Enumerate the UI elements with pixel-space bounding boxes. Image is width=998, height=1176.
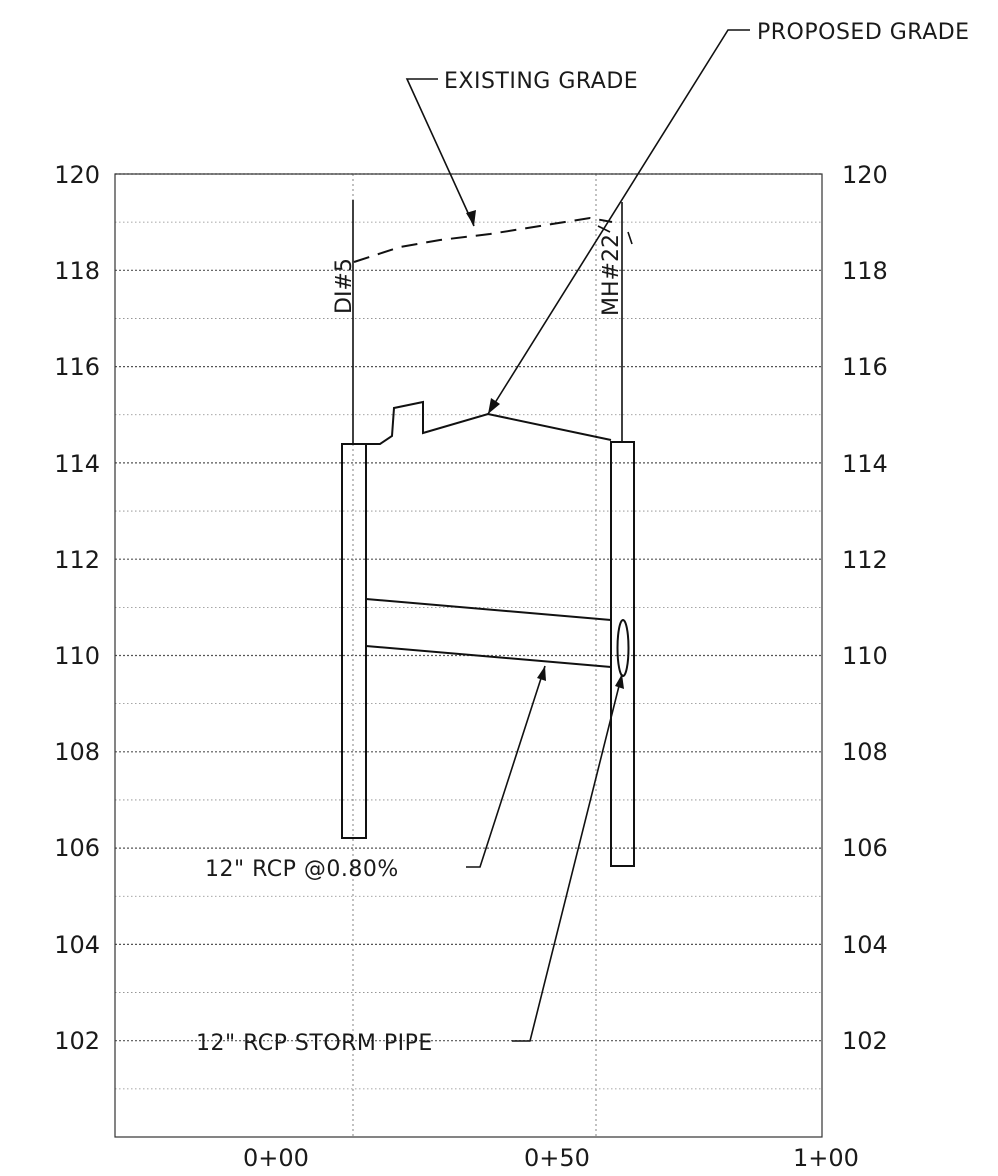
label-storm-pipe: 12" RCP STORM PIPE	[196, 1031, 433, 1056]
arrowhead	[488, 398, 500, 414]
storm-pipe-section	[616, 619, 630, 677]
label-rcp-slope: 12" RCP @0.80%	[205, 857, 399, 882]
arrowhead	[466, 210, 476, 226]
leader-storm-pipe	[512, 673, 623, 1042]
pipe-invert	[365, 645, 612, 668]
pipe-crown	[365, 598, 612, 621]
elev-tick-right: 108	[842, 738, 888, 766]
elev-tick-right: 114	[842, 450, 888, 478]
plot-frame	[114, 173, 823, 1138]
elev-tick-left: 106	[54, 834, 100, 862]
elev-tick-left: 104	[54, 931, 100, 959]
label-proposed-grade: PROPOSED GRADE	[757, 20, 970, 45]
existing-grade-tick	[627, 231, 633, 245]
label-existing-grade: EXISTING GRADE	[444, 69, 638, 94]
structure-di5: DI#5	[332, 200, 367, 839]
station-axis: 0+00 0+50 1+00	[243, 1144, 859, 1172]
arrowhead	[615, 674, 624, 689]
leader-rcp-slope	[466, 665, 546, 868]
elev-tick-left: 108	[54, 738, 100, 766]
elev-tick-right: 104	[842, 931, 888, 959]
structure-label-di5: DI#5	[332, 258, 357, 314]
proposed-grade-line	[366, 400, 612, 445]
elevation-axis-right: 120 118 116 114 112 110 108 106 104 102	[842, 161, 888, 1055]
grid	[115, 173, 822, 1137]
elev-tick-right: 120	[842, 161, 888, 189]
leader-proposed-grade	[487, 29, 750, 415]
rcp-pipe-profile	[365, 598, 612, 668]
elev-tick-right: 106	[842, 834, 888, 862]
elev-tick-right: 110	[842, 642, 888, 670]
elev-tick-left: 110	[54, 642, 100, 670]
elev-tick-left: 102	[54, 1027, 100, 1055]
structure-box	[341, 443, 367, 839]
existing-grade-line	[353, 216, 613, 263]
structure-box	[610, 441, 635, 867]
station-tick: 0+00	[243, 1144, 309, 1172]
elev-tick-left: 120	[54, 161, 100, 189]
station-tick: 1+00	[793, 1144, 859, 1172]
elev-tick-left: 112	[54, 546, 100, 574]
structure-label-mh22: MH#22	[599, 234, 624, 316]
elev-tick-right: 118	[842, 257, 888, 285]
elev-tick-left: 116	[54, 353, 100, 381]
station-tick: 0+50	[524, 1144, 590, 1172]
structure-mh22: MH#22	[599, 202, 635, 867]
elev-tick-right: 112	[842, 546, 888, 574]
elev-tick-left: 114	[54, 450, 100, 478]
arrowhead	[537, 666, 546, 681]
elev-tick-left: 118	[54, 257, 100, 285]
elev-tick-right: 102	[842, 1027, 888, 1055]
elevation-axis-left: 120 118 116 114 112 110 108 106 104 102	[54, 161, 100, 1055]
elev-tick-right: 116	[842, 353, 888, 381]
leader-existing-grade	[405, 78, 475, 227]
